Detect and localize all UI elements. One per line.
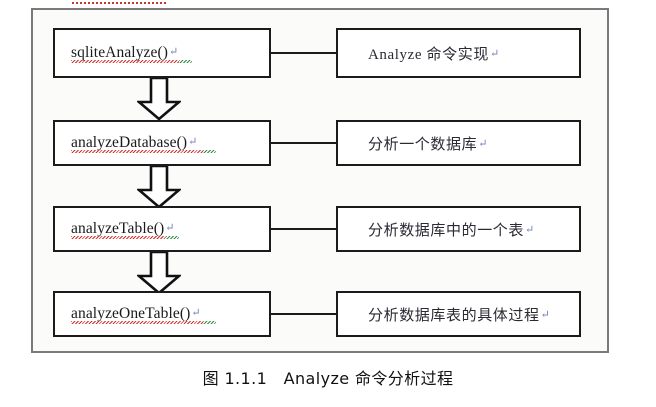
spellcheck-underline-green	[203, 150, 216, 153]
connector-line-3	[271, 228, 336, 230]
flow-node-label: sqliteAnalyze()↵	[55, 44, 192, 63]
spellcheck-underline-green	[166, 236, 179, 239]
annotation-box-3[interactable]: 分析数据库中的一个表↵	[336, 206, 581, 252]
flow-node-label: analyzeDatabase()↵	[55, 134, 216, 153]
figure-frame: sqliteAnalyze()↵ Analyze 命令实现↵ analyzeDa…	[31, 8, 609, 353]
annotation-label: 分析一个数据库↵	[368, 136, 489, 153]
spellcheck-underline-green	[179, 60, 192, 63]
flow-node-analyze-table[interactable]: analyzeTable()↵	[53, 206, 271, 252]
pilcrow-icon: ↵	[165, 222, 175, 234]
annotation-box-1[interactable]: Analyze 命令实现↵	[336, 28, 581, 78]
connector-line-1	[271, 52, 336, 54]
flow-node-analyze-database[interactable]: analyzeDatabase()↵	[53, 120, 271, 166]
annotation-label: Analyze 命令实现↵	[368, 46, 500, 63]
connector-line-2	[271, 142, 336, 144]
top-dotted-artifact	[72, 2, 167, 4]
flow-node-label: analyzeOneTable()↵	[55, 305, 216, 324]
pilcrow-icon: ↵	[540, 308, 551, 321]
pilcrow-icon: ↵	[525, 223, 535, 236]
spellcheck-underline-green	[203, 321, 216, 324]
pilcrow-icon: ↵	[489, 47, 500, 60]
figure-caption: 图 1.1.1 Analyze 命令分析过程	[202, 369, 454, 388]
annotation-label: 分析数据库表的具体过程↵	[368, 307, 551, 324]
down-block-arrow-icon	[137, 166, 181, 208]
annotation-box-2[interactable]: 分析一个数据库↵	[336, 120, 581, 166]
pilcrow-icon: ↵	[191, 307, 201, 319]
down-block-arrow-icon	[137, 78, 181, 120]
flow-node-sqlite-analyze[interactable]: sqliteAnalyze()↵	[53, 28, 271, 78]
connector-line-4	[271, 313, 336, 315]
pilcrow-icon: ↵	[169, 46, 179, 58]
pilcrow-icon: ↵	[188, 136, 198, 148]
down-block-arrow-icon	[137, 252, 181, 294]
annotation-box-4[interactable]: 分析数据库表的具体过程↵	[336, 291, 581, 337]
flow-node-analyze-one-table[interactable]: analyzeOneTable()↵	[53, 291, 271, 337]
annotation-label: 分析数据库中的一个表↵	[368, 222, 535, 239]
flow-node-label: analyzeTable()↵	[55, 220, 179, 239]
pilcrow-icon: ↵	[478, 137, 489, 150]
